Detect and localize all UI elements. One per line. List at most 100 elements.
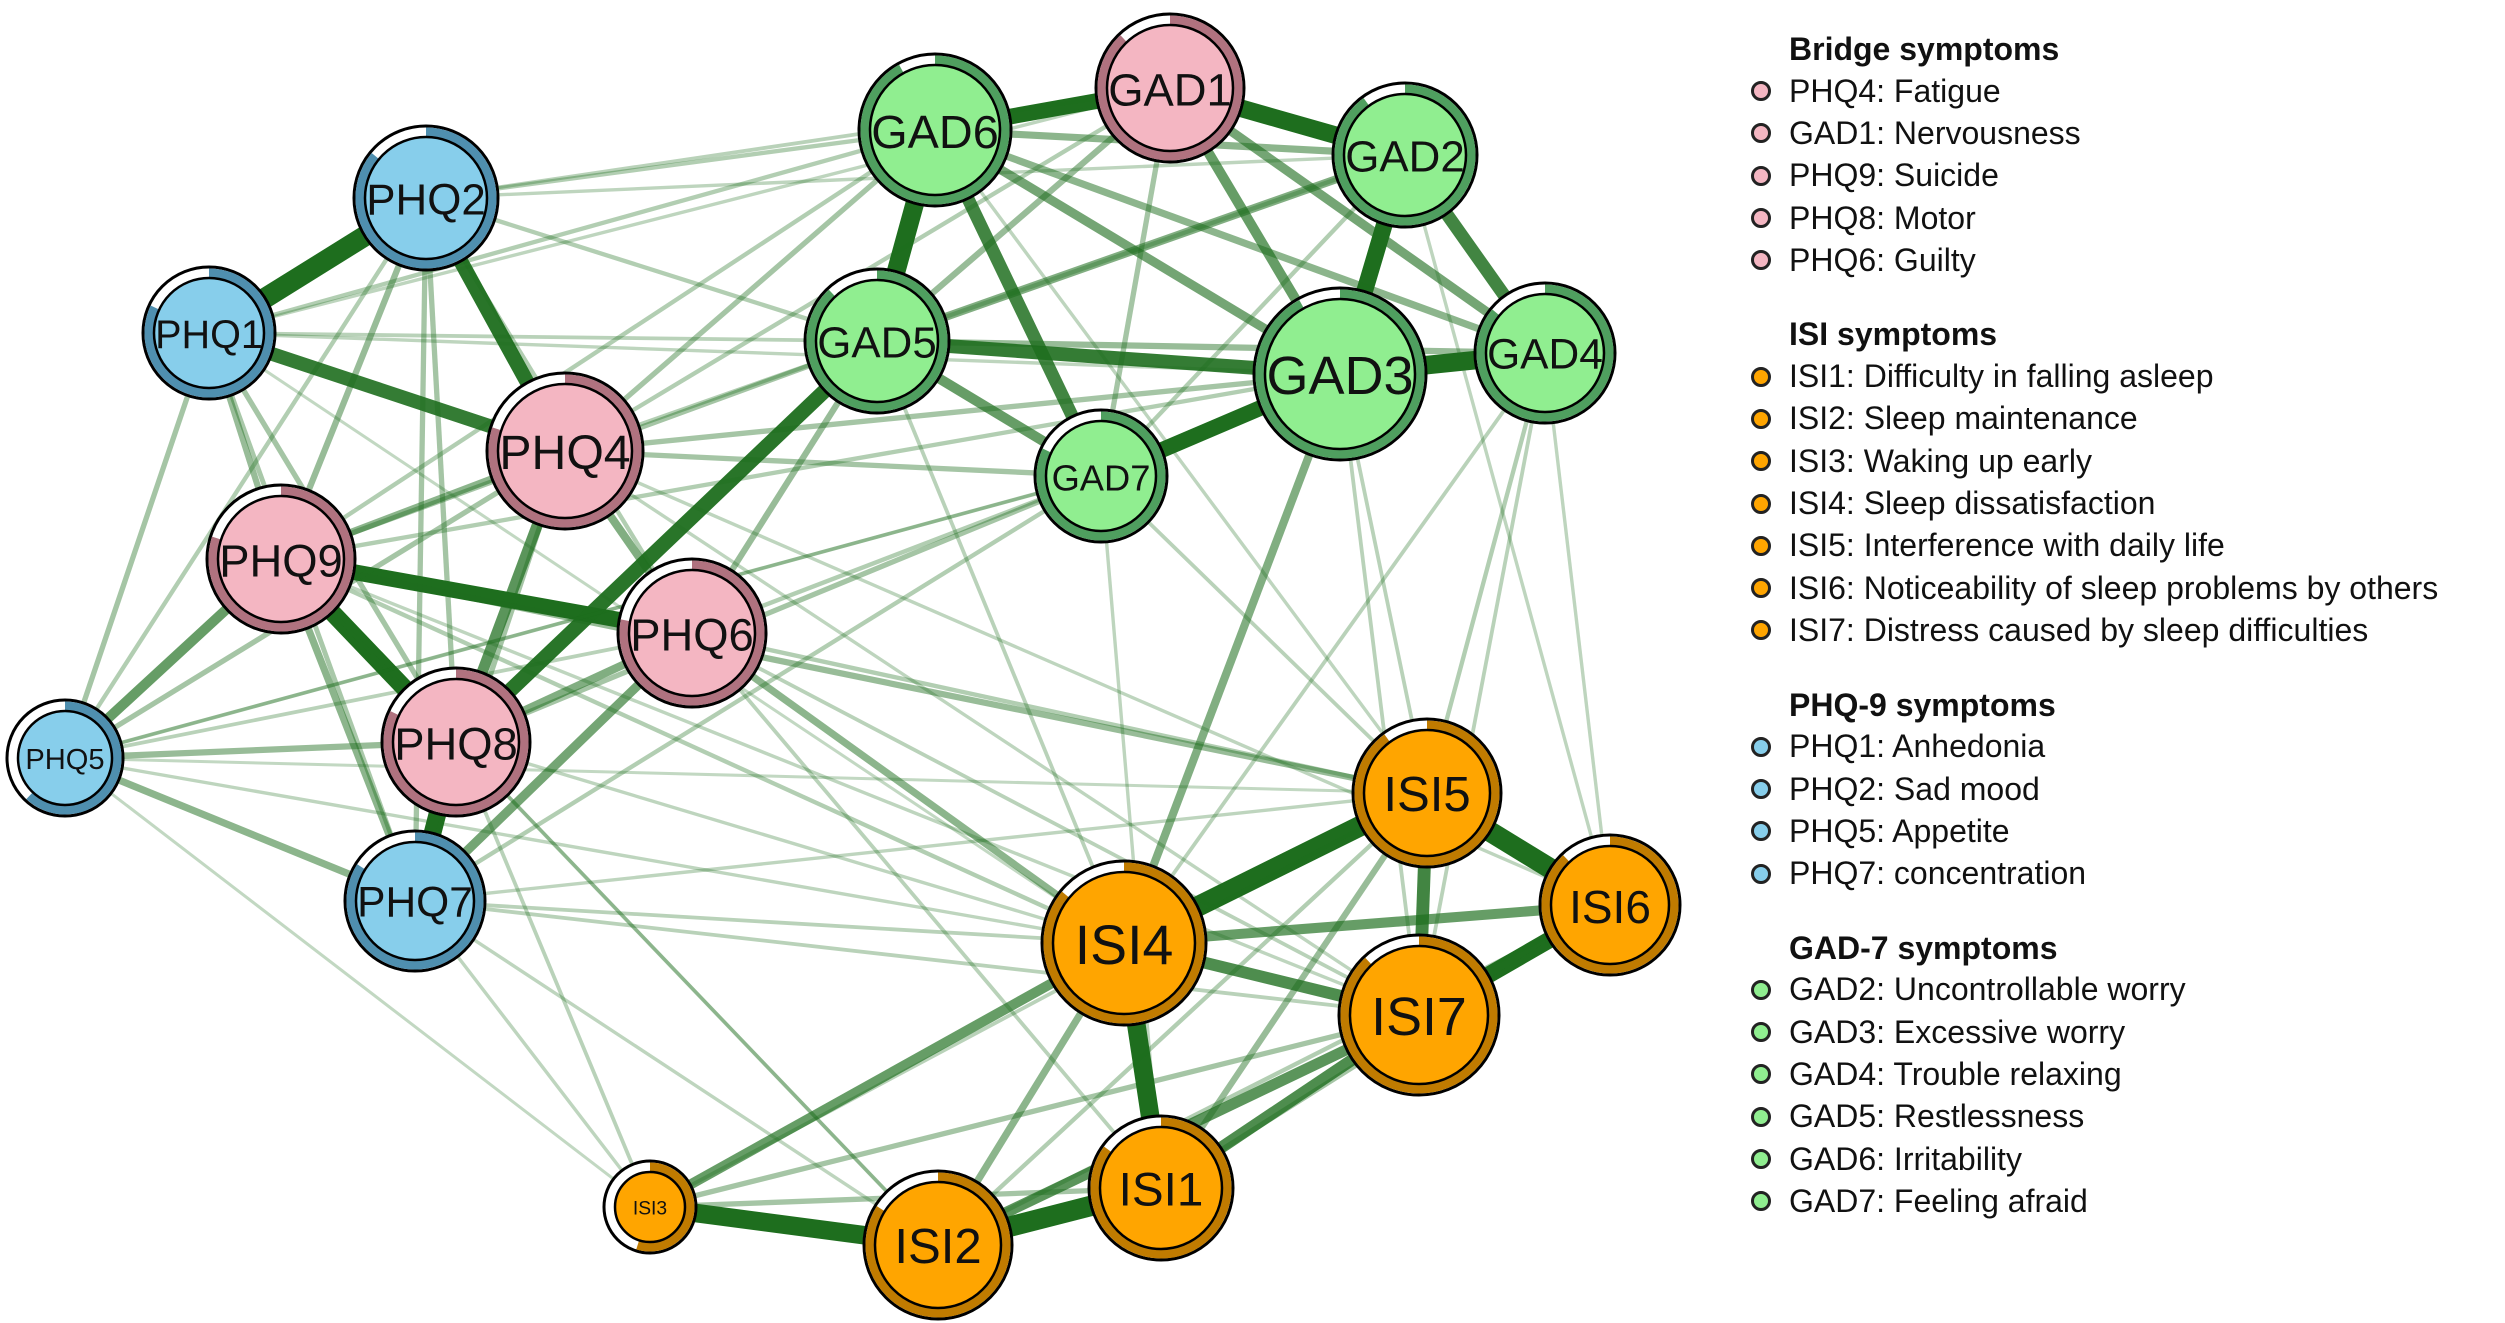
node-fill	[1044, 419, 1158, 533]
legend-item: GAD3: Excessive worry	[1740, 1011, 2500, 1053]
node-pie-ring	[383, 669, 529, 815]
edge-PHQ6-ISI7	[691, 631, 1420, 1017]
node-phq1: PHQ1	[141, 265, 277, 401]
edge-PHQ6-ISI1	[690, 631, 1163, 1190]
node-fill	[16, 709, 114, 807]
legend-title: GAD-7 symptoms	[1789, 929, 2058, 966]
edge-PHQ6-ISI4	[689, 630, 1127, 946]
legend-item: ISI6: Noticeability of sleep problems by…	[1740, 567, 2500, 609]
edge-GAD2-ISI6	[1403, 154, 1612, 906]
node-isi7: ISI7	[1337, 933, 1501, 1097]
edge-PHQ8-ISI2	[454, 740, 940, 1247]
edge-PHQ5-ISI3	[64, 756, 651, 1209]
node-gad5: GAD5	[803, 267, 951, 415]
edge-PHQ1-PHQ5	[62, 332, 212, 759]
legend-item-label: ISI3: Waking up early	[1789, 442, 2092, 479]
node-gad6: GAD6	[857, 52, 1013, 208]
node-fill	[152, 276, 266, 390]
node-label: GAD5	[817, 319, 937, 368]
legend-item: GAD7: Feeling afraid	[1740, 1180, 2500, 1222]
legend-dot-icon	[1751, 1106, 1771, 1127]
node-fill	[1342, 92, 1468, 218]
node-fill	[1051, 870, 1197, 1016]
edge-PHQ2-PHQ8	[423, 197, 459, 743]
legend-dot-icon	[1751, 620, 1771, 641]
node-label: ISI5	[1383, 768, 1470, 822]
legend-dot-icon	[1751, 451, 1771, 472]
node-phq9: PHQ9	[205, 483, 357, 635]
edge-GAD4-ISI6	[1543, 352, 1612, 906]
legend-dot-icon	[1751, 165, 1771, 186]
node-pie-ring	[144, 268, 274, 398]
node-fill	[1098, 1125, 1224, 1251]
node-label: PHQ8	[394, 719, 518, 770]
legend-item: GAD1: Nervousness	[1740, 112, 2500, 154]
legend-item: ISI1: Difficulty in falling asleep	[1740, 355, 2500, 397]
edge-GAD1-GAD4	[1167, 84, 1548, 357]
legend-dot-icon	[1751, 366, 1771, 387]
legend-item-label: GAD7: Feeling afraid	[1789, 1182, 2088, 1219]
node-isi1: ISI1	[1087, 1114, 1235, 1262]
legend-item-label: PHQ7: concentration	[1789, 855, 2087, 892]
node-fill	[1484, 292, 1606, 414]
node-label: ISI2	[894, 1220, 981, 1274]
legend-dot-icon	[1751, 81, 1771, 102]
legend-item-label: ISI5: Interference with daily life	[1789, 527, 2225, 564]
node-pie-ring	[636, 1162, 695, 1252]
edge-PHQ5-ISI5	[64, 756, 1428, 795]
edge-GAD7-GAD2	[1099, 153, 1407, 478]
node-label: GAD3	[1266, 346, 1413, 406]
node-label: PHQ5	[25, 744, 104, 776]
node-fill	[873, 1180, 1003, 1310]
legend-item-label: PHQ6: Guilty	[1789, 241, 1976, 278]
node-label: GAD6	[871, 106, 998, 158]
node-label: PHQ6	[630, 610, 754, 661]
legend-dot-icon	[1751, 1064, 1771, 1085]
node-fill	[1105, 23, 1235, 153]
edge-PHQ1-GAD3	[208, 331, 1341, 376]
node-fill	[216, 494, 346, 624]
node-fill	[354, 840, 476, 962]
node-isi4: ISI4	[1040, 859, 1208, 1027]
edge-GAD3-ISI4	[1120, 372, 1344, 945]
legend-dot-icon	[1751, 493, 1771, 514]
legend-dot-icon	[1751, 821, 1771, 842]
legend-item-label: ISI4: Sleep dissatisfaction	[1789, 485, 2156, 522]
edge-GAD4-ISI7	[1417, 352, 1547, 1016]
node-phq7: PHQ7	[343, 829, 487, 973]
node-fill	[391, 677, 521, 807]
node-pie-ring	[208, 486, 354, 632]
edge-PHQ4-ISI7	[564, 449, 1420, 1017]
legend-item: PHQ8: Motor	[1740, 197, 2500, 239]
legend-item: PHQ6: Guilty	[1740, 239, 2500, 281]
edge-GAD5-ISI4	[875, 340, 1126, 944]
edge-GAD6-PHQ1	[208, 127, 936, 336]
edge-PHQ6-PHQ5	[64, 631, 693, 760]
edge-ISI1-ISI5	[1158, 791, 1430, 1190]
edge-PHQ2-GAD1	[425, 86, 1171, 200]
node-phq2: PHQ2	[352, 124, 500, 272]
legend-dot-icon	[1751, 1022, 1771, 1043]
node-pie-ring	[1476, 284, 1614, 422]
edge-PHQ8-ISI3	[454, 741, 652, 1208]
edge-PHQ9-ISI5	[280, 555, 1428, 797]
legend-dot-icon	[1751, 1191, 1771, 1212]
node-pie-ring	[488, 374, 642, 528]
edge-PHQ2-PHQ5	[63, 196, 428, 760]
edge-ISI2-ISI6	[937, 903, 1611, 1247]
legend-dot-icon	[1751, 979, 1771, 1000]
node-pie-ring	[865, 1172, 1011, 1318]
node-pie-ring	[1541, 836, 1679, 974]
edge-GAD6-PHQ9	[279, 128, 937, 561]
node-label: PHQ9	[219, 536, 343, 587]
edge-PHQ7-ISI5	[414, 791, 1428, 903]
edge-GAD6-GAD4	[933, 126, 1547, 357]
edge-PHQ1-GAD5	[208, 331, 878, 343]
node-pie-ring	[1340, 936, 1498, 1094]
node-fill	[613, 1170, 687, 1244]
node-gad4: GAD4	[1473, 281, 1617, 425]
node-fill	[814, 278, 940, 404]
node-label: PHQ2	[366, 176, 486, 225]
